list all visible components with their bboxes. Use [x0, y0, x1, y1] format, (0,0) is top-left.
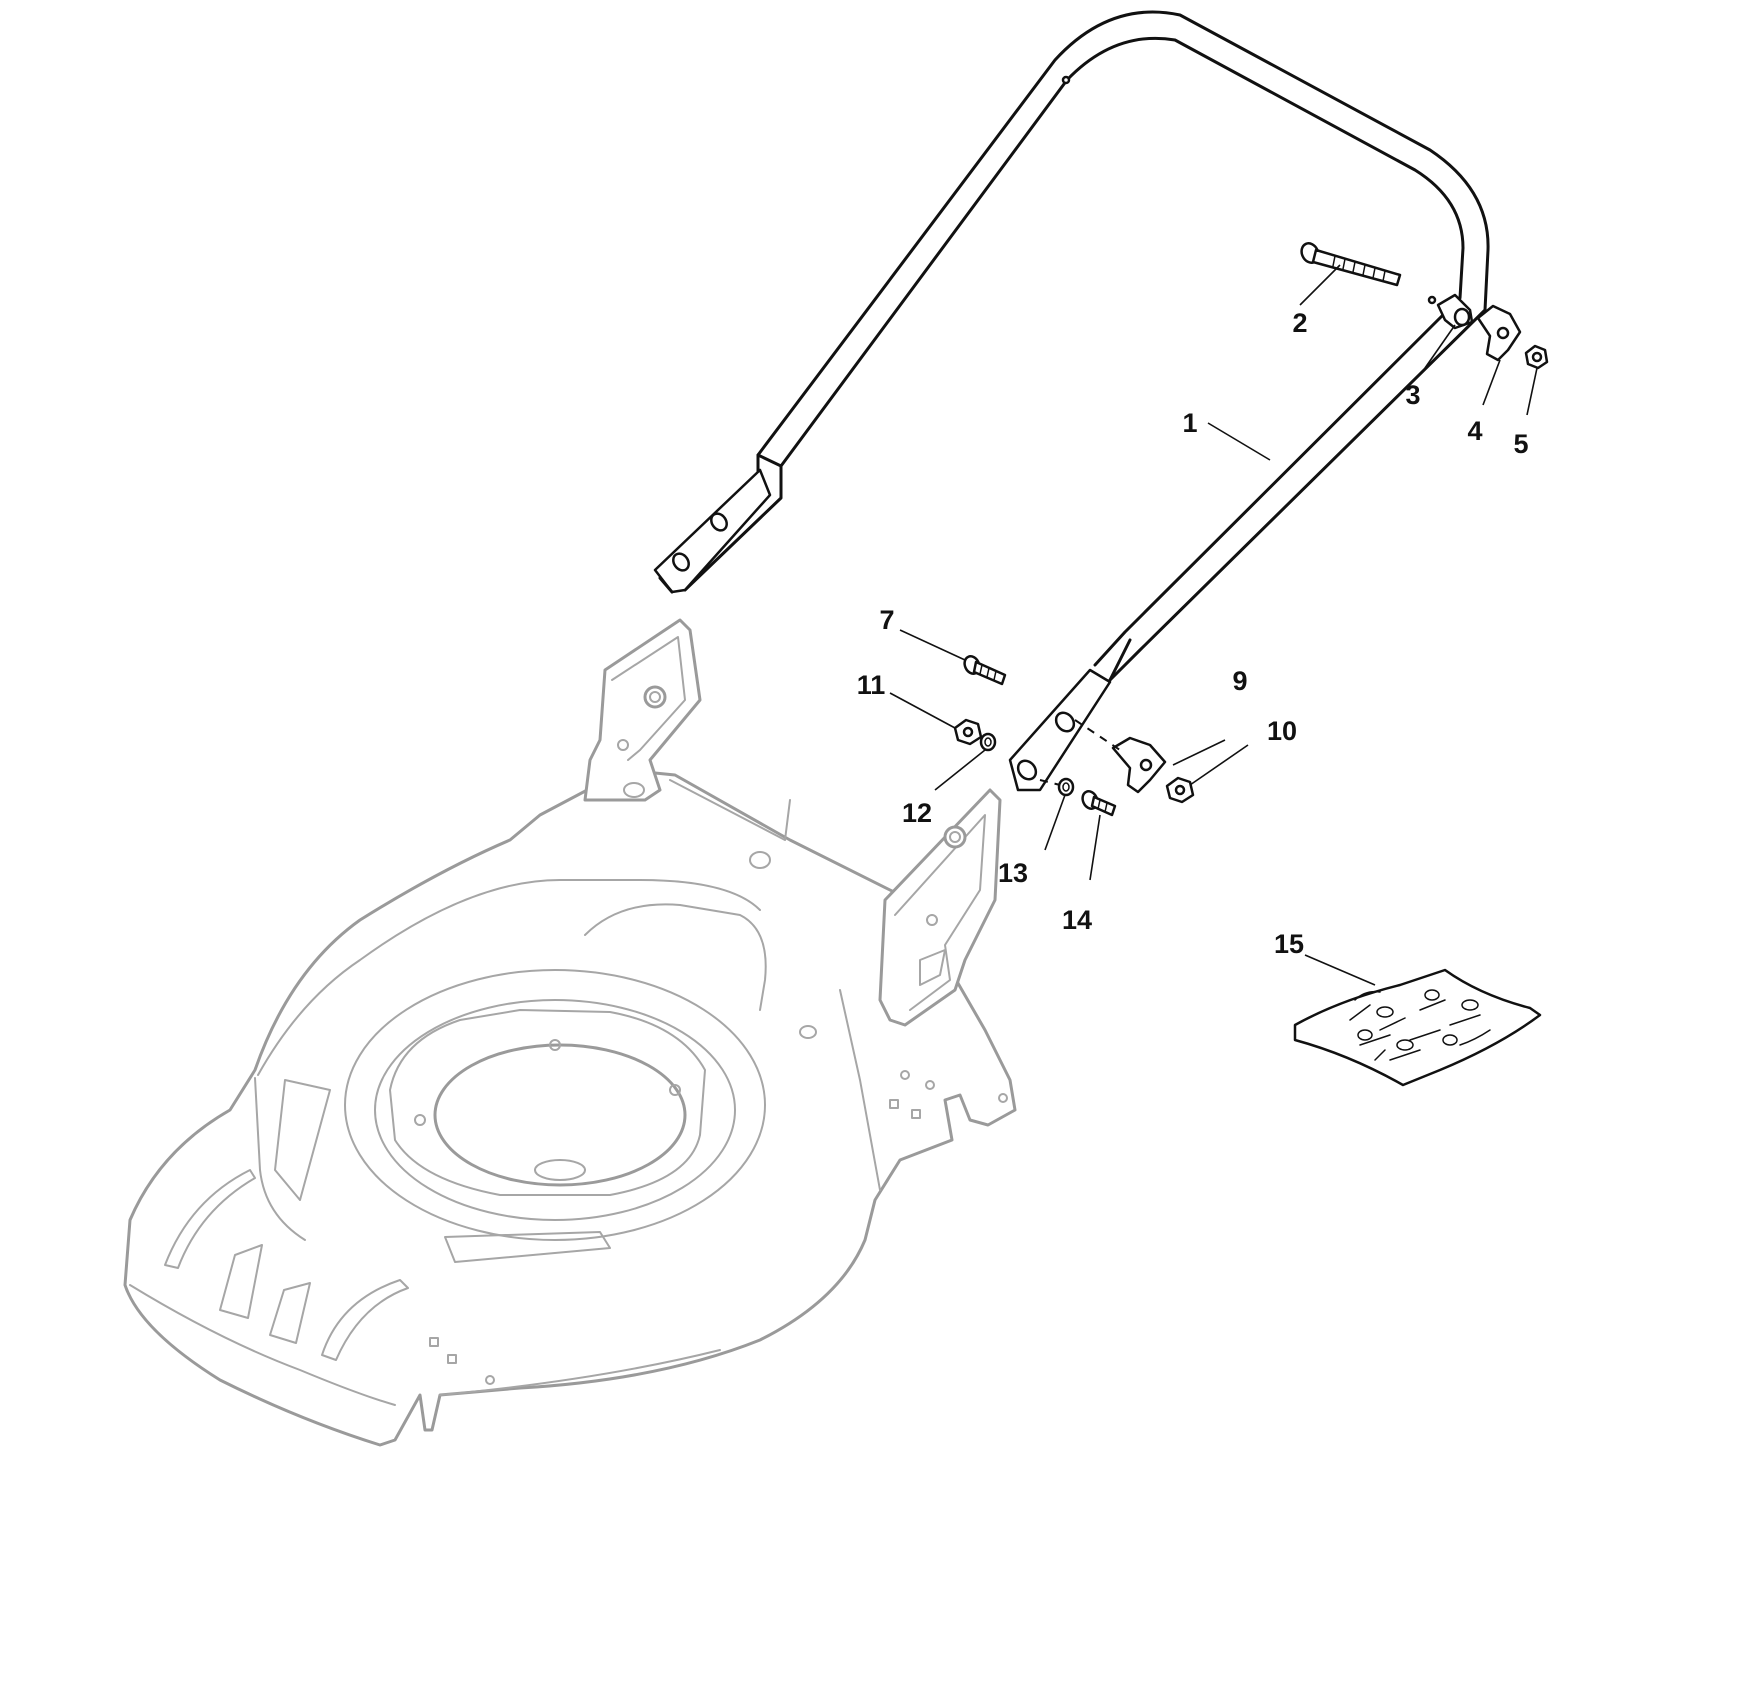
- callout-2: 2: [1292, 308, 1307, 338]
- nut-upper: [1524, 344, 1549, 370]
- screw-lower: [1081, 790, 1117, 817]
- bolt-lower: [963, 655, 1007, 686]
- callout-11: 11: [857, 670, 886, 700]
- assembly-line-2: [1039, 779, 1061, 786]
- nut-lower-right: [1165, 776, 1195, 804]
- callout-3: 3: [1405, 380, 1420, 410]
- callout-10: 10: [1267, 716, 1297, 746]
- wing-knob-upper: [1476, 304, 1522, 362]
- handle-tube: [653, 10, 1490, 792]
- callout-14: 14: [1062, 905, 1092, 935]
- callout-4: 4: [1467, 416, 1482, 446]
- callout-5: 5: [1513, 429, 1528, 459]
- washer-right: [1057, 777, 1075, 797]
- callout-9: 9: [1232, 666, 1247, 696]
- callout-1: 1: [1182, 408, 1197, 438]
- bolt-top: [1300, 242, 1402, 287]
- callout-13: 13: [998, 858, 1028, 888]
- hardware-kit-bag: [1293, 968, 1542, 1087]
- callout-7: 7: [879, 605, 894, 635]
- leader-lines: [889, 264, 1538, 986]
- callout-labels: 1 2 3 4 5 7 9 10 11 12 13 14 15: [857, 308, 1529, 959]
- mower-deck: [123, 618, 1017, 1447]
- callout-12: 12: [902, 798, 932, 828]
- nut-lower-left: [953, 718, 983, 746]
- washer-left: [979, 732, 997, 752]
- assembly-line: [1074, 719, 1121, 751]
- callout-15: 15: [1274, 929, 1304, 959]
- wing-knob-lower: [1111, 736, 1167, 794]
- cam-washer: [1436, 293, 1474, 330]
